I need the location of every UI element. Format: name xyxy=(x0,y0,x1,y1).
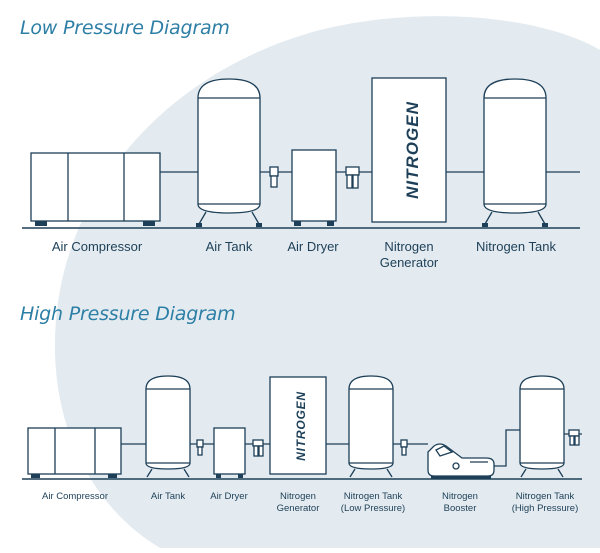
high-label-nitrogen-tank-low: Nitrogen Tank (Low Pressure) xyxy=(341,491,405,515)
high-label-nitrogen-tank-high-line1: Nitrogen Tank xyxy=(515,491,575,502)
low-pressure-diagram: NITROGEN xyxy=(22,77,580,229)
low-label-nitrogen-generator-line2: Generator xyxy=(379,254,439,270)
background-blob xyxy=(54,16,600,549)
low-label-nitrogen-tank-text: Nitrogen Tank xyxy=(476,239,556,254)
low-label-air-compressor: Air Compressor xyxy=(52,239,142,255)
low-label-air-dryer-text: Air Dryer xyxy=(287,239,339,254)
high-label-nitrogen-tank-low-line2: (Low Pressure) xyxy=(340,502,406,514)
low-air-dryer xyxy=(291,149,337,226)
high-pipe-booster-tank xyxy=(494,429,520,467)
high-filter-4 xyxy=(568,429,580,446)
high-label-nitrogen-tank-high: Nitrogen Tank (High Pressure) xyxy=(512,491,579,515)
low-air-compressor xyxy=(30,152,161,226)
high-air-dryer xyxy=(213,427,246,478)
high-label-nitrogen-generator-line1: Nitrogen xyxy=(280,491,316,502)
high-label-nitrogen-tank-high-line2: (High Pressure) xyxy=(511,502,579,514)
high-air-compressor xyxy=(27,427,122,478)
high-label-nitrogen-booster-line1: Nitrogen xyxy=(442,491,478,502)
high-pressure-title: High Pressure Diagram xyxy=(20,303,236,325)
low-nitrogen-generator-text: NITROGEN xyxy=(403,101,422,199)
high-nitrogen-generator-text: NITROGEN xyxy=(294,391,308,461)
low-label-air-tank-text: Air Tank xyxy=(205,239,253,254)
high-filter-3 xyxy=(400,439,408,456)
high-label-nitrogen-generator-line2: Generator xyxy=(276,502,320,514)
high-nitrogen-tank-high xyxy=(519,375,565,478)
low-nitrogen-tank xyxy=(482,78,548,227)
high-label-nitrogen-tank-low-line1: Nitrogen Tank xyxy=(343,491,403,502)
low-air-tank xyxy=(196,78,262,227)
high-filter-2 xyxy=(252,439,264,457)
high-nitrogen-tank-low xyxy=(348,375,394,478)
high-label-nitrogen-generator: Nitrogen Generator xyxy=(277,491,320,515)
high-label-air-dryer-text: Air Dryer xyxy=(210,491,248,502)
high-label-nitrogen-booster-line2: Booster xyxy=(443,502,477,514)
high-pressure-diagram: NITROGEN xyxy=(22,375,582,480)
high-nitrogen-booster xyxy=(427,443,495,479)
high-label-air-compressor-text: Air Compressor xyxy=(42,491,108,502)
high-label-air-compressor: Air Compressor xyxy=(42,491,108,503)
low-label-nitrogen-tank: Nitrogen Tank xyxy=(476,239,556,255)
high-label-nitrogen-booster: Nitrogen Booster xyxy=(442,491,478,515)
high-air-tank xyxy=(145,375,191,478)
low-filter-1 xyxy=(269,166,279,188)
low-nitrogen-generator: NITROGEN xyxy=(371,77,447,223)
low-label-nitrogen-generator-line1: Nitrogen xyxy=(384,239,434,254)
low-label-nitrogen-generator: Nitrogen Generator xyxy=(380,239,439,270)
high-nitrogen-generator: NITROGEN xyxy=(269,376,327,475)
high-label-air-tank: Air Tank xyxy=(151,491,185,503)
high-label-air-dryer: Air Dryer xyxy=(210,491,247,503)
low-label-air-tank: Air Tank xyxy=(206,239,253,255)
high-filter-1 xyxy=(196,439,204,456)
low-filter-2 xyxy=(345,166,360,189)
low-label-air-compressor-text: Air Compressor xyxy=(51,239,143,254)
low-label-air-dryer: Air Dryer xyxy=(287,239,338,255)
low-pressure-title: Low Pressure Diagram xyxy=(20,17,230,39)
high-label-air-tank-text: Air Tank xyxy=(150,491,186,502)
